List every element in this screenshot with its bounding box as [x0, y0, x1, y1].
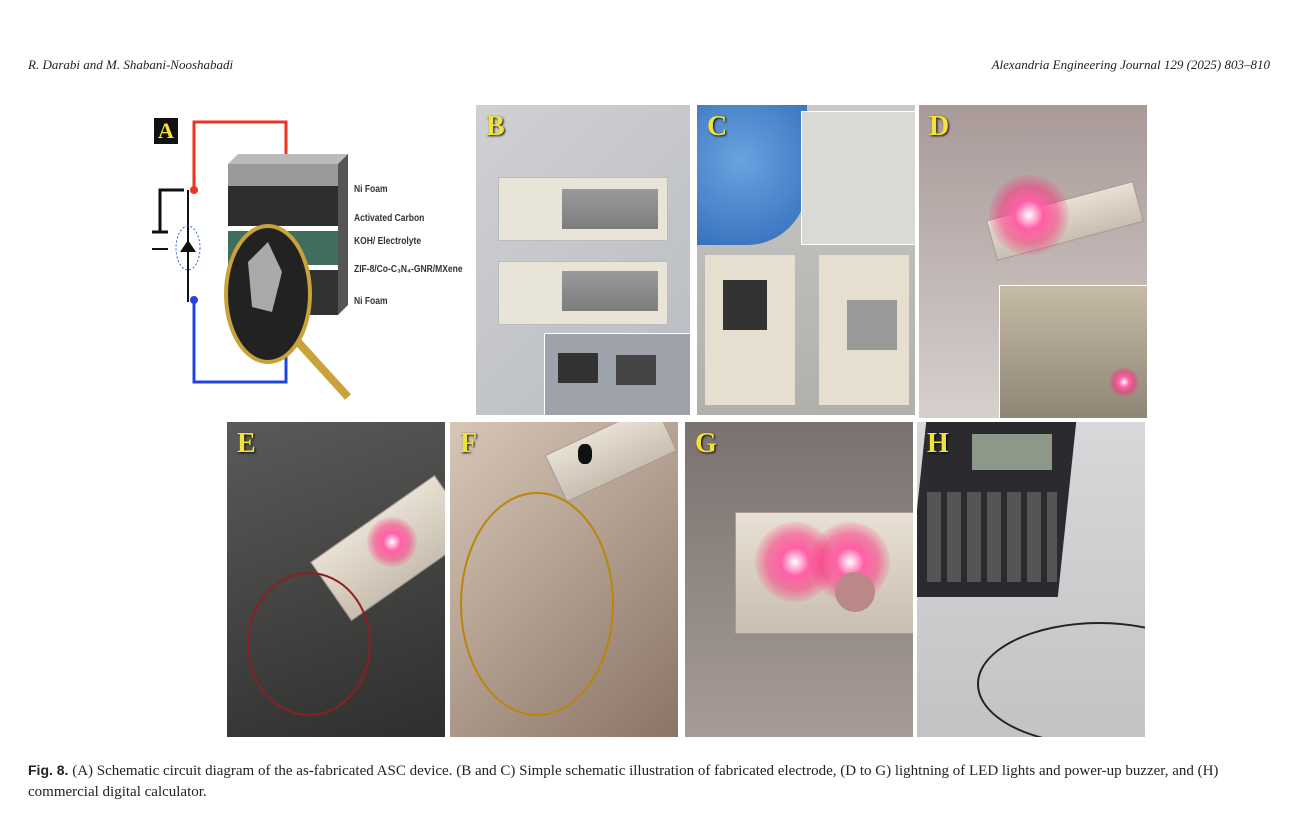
figure-caption-text: (A) Schematic circuit diagram of the as-…	[28, 763, 1219, 800]
panel-b-photo: B	[476, 105, 690, 415]
panel-label: C	[707, 111, 728, 142]
panel-label: A	[154, 118, 178, 144]
panel-label: E	[237, 428, 256, 459]
panel-g-photo: G	[685, 422, 913, 737]
layer-label-activated-carbon: Activated Carbon	[354, 213, 425, 224]
figure-caption-label: Fig. 8.	[28, 762, 69, 778]
panel-d-photo: D	[919, 105, 1147, 418]
panel-a-schematic: A Ni Foam Activated Carbon KOH/ Electrol…	[148, 112, 470, 410]
circuit-diagram	[152, 120, 351, 400]
panel-label: G	[695, 428, 717, 459]
layer-label-ni-foam-top: Ni Foam	[354, 184, 388, 195]
panel-label: F	[460, 428, 478, 459]
running-header-journal: Alexandria Engineering Journal 129 (2025…	[991, 57, 1270, 72]
layer-label-electrolyte: KOH/ Electrolyte	[354, 236, 422, 247]
layer-label-ni-foam-bottom: Ni Foam	[354, 296, 388, 307]
panel-e-photo: E	[227, 422, 445, 737]
panel-label: H	[927, 428, 949, 459]
panel-label: D	[929, 111, 950, 142]
panel-c-photo: C	[697, 105, 915, 415]
panel-h-photo: H	[917, 422, 1145, 737]
panel-label: B	[486, 111, 505, 142]
running-header-authors: R. Darabi and M. Shabani-Nooshabadi	[28, 57, 234, 72]
figure-caption: Fig. 8. (A) Schematic circuit diagram of…	[28, 760, 1273, 803]
panel-f-photo: F	[450, 422, 678, 737]
layer-label-composite: ZIF-8/Co-C₃N₄-GNR/MXene	[354, 264, 463, 275]
